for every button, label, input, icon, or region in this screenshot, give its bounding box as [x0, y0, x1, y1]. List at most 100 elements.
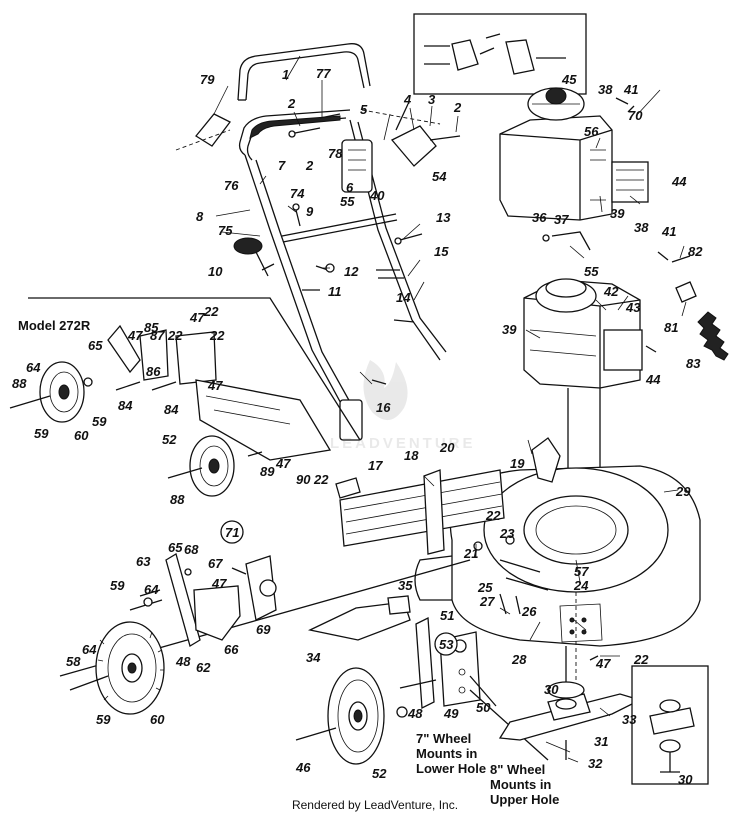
leader-lines: [213, 55, 687, 763]
part-number: 44: [645, 372, 661, 387]
part-number: 31: [594, 734, 608, 749]
part-number: 59: [96, 712, 111, 727]
part-number: 78: [328, 146, 343, 161]
part-number: 30: [678, 772, 693, 787]
part-number: 65: [168, 540, 183, 555]
part-number: 50: [476, 700, 491, 715]
part-number: 64: [26, 360, 41, 375]
part-number: 48: [175, 654, 191, 669]
part-number: 52: [372, 766, 387, 781]
note-8in-line2: Mounts in: [490, 777, 551, 792]
part-number: 57: [574, 564, 589, 579]
part-number: 4: [403, 92, 412, 107]
part-number: 66: [224, 642, 239, 657]
part-number: 18: [404, 448, 419, 463]
part-number: 46: [295, 760, 311, 775]
throttle-inset: [413, 13, 587, 95]
part-number: 33: [622, 712, 637, 727]
part-number: 25: [477, 580, 493, 595]
part-number: 17: [368, 458, 383, 473]
part-number: 22: [203, 304, 219, 319]
part-number: 8: [196, 209, 204, 224]
part-number: 14: [396, 290, 411, 305]
footer-credit: Rendered by LeadVenture, Inc.: [291, 798, 459, 812]
part-number: 59: [34, 426, 49, 441]
part-number: 83: [686, 356, 701, 371]
part-number: 36: [532, 210, 547, 225]
part-number: 6: [346, 180, 354, 195]
part-number: 13: [436, 210, 451, 225]
part-number: 82: [688, 244, 703, 259]
model-272r-wheel-52: [167, 435, 263, 497]
rear-flap: [335, 469, 505, 555]
part-number: 60: [74, 428, 89, 443]
part-number: 45: [561, 72, 577, 87]
part-number: 7: [278, 158, 286, 173]
callout-circle-53: [434, 632, 458, 656]
part-number: 58: [66, 654, 81, 669]
part-number: 88: [12, 376, 27, 391]
part-number: 70: [628, 108, 643, 123]
deck-adjust-parts: [473, 535, 549, 615]
part-number: 68: [184, 542, 199, 557]
part-number: 40: [369, 188, 385, 203]
part-number: 34: [306, 650, 321, 665]
part-number: 16: [376, 400, 391, 415]
part-number: 2: [287, 96, 296, 111]
part-number: 9: [306, 204, 314, 219]
part-number: 42: [603, 284, 619, 299]
part-number: 10: [208, 264, 223, 279]
handle-bracket: [195, 113, 231, 147]
model-272r-rear-wheel: [9, 361, 93, 423]
part-number: 47: [127, 328, 143, 343]
part-number: 47: [189, 310, 205, 325]
note-7in-line3: Lower Hole: [416, 761, 486, 776]
part-number: 43: [625, 300, 641, 315]
part-number: 39: [610, 206, 625, 221]
wheel-mount-notes: 7" Wheel Mounts in Lower Hole 8" Wheel M…: [416, 731, 559, 807]
part-number: 41: [661, 224, 676, 239]
part-number: 84: [118, 398, 133, 413]
part-number: 81: [664, 320, 678, 335]
part-number: 28: [511, 652, 527, 667]
part-number: 2: [453, 100, 462, 115]
part-number: 22: [633, 652, 649, 667]
part-number: 5: [360, 102, 368, 117]
part-number: 60: [150, 712, 165, 727]
part-number: 75: [218, 223, 233, 238]
part-number: 47: [207, 378, 223, 393]
part-number: 85: [144, 320, 159, 335]
deflector-chute: [531, 437, 561, 483]
part-number: 30: [544, 682, 559, 697]
spark-plug-wire: [697, 311, 729, 361]
part-number: 29: [675, 484, 691, 499]
part-number: 76: [224, 178, 239, 193]
engine-bottom: [523, 278, 643, 560]
part-number: 71: [225, 525, 239, 540]
part-number: 19: [510, 456, 525, 471]
note-8in-line3: Upper Hole: [490, 792, 559, 807]
part-number: 74: [290, 186, 305, 201]
engine-small-parts: [542, 97, 729, 361]
part-number-labels: 1 79 77 2 5 4 3 2 78 7 2 6 40 54 76 55 7…: [12, 66, 703, 787]
part-number: 55: [584, 264, 599, 279]
part-number: 26: [521, 604, 537, 619]
part-number: 21: [463, 546, 478, 561]
watermark-text: LEADVENTURE: [330, 435, 476, 452]
part-number: 65: [88, 338, 103, 353]
part-number: 62: [196, 660, 211, 675]
part-number: 69: [256, 622, 271, 637]
note-8in-line1: 8" Wheel: [490, 762, 545, 777]
part-number: 41: [623, 82, 638, 97]
blade-adapter-inset: [631, 665, 709, 785]
part-number: 84: [164, 402, 179, 417]
callout-circle-71: [220, 520, 244, 544]
part-number: 89: [260, 464, 275, 479]
part-number: 35: [398, 578, 413, 593]
part-number: 20: [439, 440, 455, 455]
part-number: 64: [82, 642, 97, 657]
handle-knob: [233, 237, 275, 277]
part-number: 54: [432, 169, 447, 184]
part-number: 27: [479, 594, 495, 609]
